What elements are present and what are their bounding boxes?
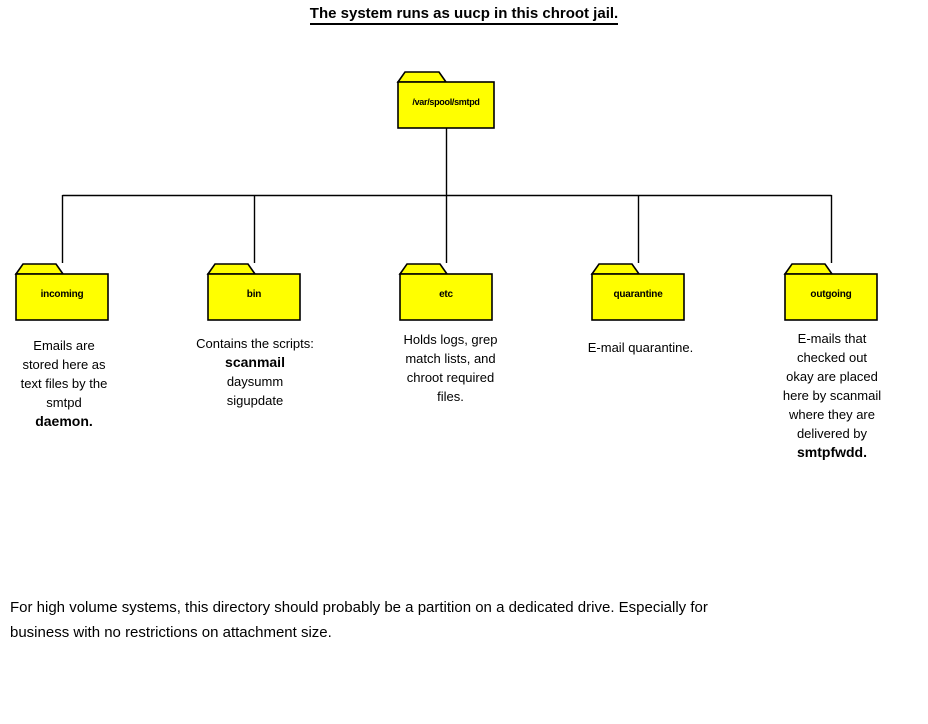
folder-label-outgoing: outgoing: [810, 289, 852, 300]
caption-line: chroot required: [406, 370, 495, 385]
caption-line: okay are placed: [786, 369, 878, 384]
caption-line: E-mails that: [797, 331, 867, 346]
caption-line: stored here as: [22, 357, 106, 372]
caption-bin: Contains the scripts: scanmail daysumm sigu…: [175, 334, 335, 410]
caption-line: daysumm: [226, 374, 284, 389]
caption-line: files.: [437, 389, 464, 404]
footer-line-2: business with no restrictions on attachm…: [10, 624, 332, 641]
caption-line: here by scanmail: [782, 388, 882, 403]
folder-label-incoming: incoming: [40, 289, 84, 300]
page-title: The system runs as uucp in this chroot j…: [0, 5, 928, 25]
folder-node-etc[interactable]: etc: [398, 262, 494, 324]
folder-icon: [590, 263, 685, 321]
caption-line: daemon.: [35, 413, 93, 429]
folder-icon: [206, 263, 301, 321]
folder-icon: [14, 263, 109, 321]
page-title-text: The system runs as uucp in this chroot j…: [309, 5, 619, 25]
caption-quarantine: E-mail quarantine.: [558, 338, 723, 357]
folder-icon: [783, 263, 878, 321]
folder-label-quarantine: quarantine: [613, 289, 663, 300]
folder-node-quarantine[interactable]: quarantine: [590, 262, 686, 324]
caption-line: E-mail quarantine.: [587, 340, 694, 355]
caption-line: smtpfwdd.: [797, 444, 867, 460]
folder-label-etc: etc: [439, 289, 453, 300]
footer-line-1: For high volume systems, this directory …: [10, 599, 708, 616]
caption-line: scanmail: [225, 354, 285, 370]
footer-note: For high volume systems, this directory …: [10, 595, 916, 645]
folder-label-root: /var/spool/smtpd: [412, 97, 480, 107]
caption-line: sigupdate: [226, 393, 284, 408]
caption-line: match lists, and: [405, 351, 496, 366]
folder-node-incoming[interactable]: incoming: [14, 262, 110, 324]
folder-node-root[interactable]: /var/spool/smtpd: [396, 70, 496, 132]
caption-outgoing: E-mails that checked out okay are placed he…: [762, 329, 902, 462]
caption-line: delivered by: [796, 426, 868, 441]
folder-label-bin: bin: [246, 289, 262, 300]
caption-etc: Holds logs, grep match lists, and chroot r…: [383, 330, 518, 406]
caption-line: Emails are: [33, 338, 95, 353]
folder-icon: [396, 71, 495, 129]
caption-incoming: Emails are stored here as text files by th…: [0, 336, 128, 431]
caption-line: Holds logs, grep: [403, 332, 498, 347]
folder-icon: [398, 263, 493, 321]
folder-node-bin[interactable]: bin: [206, 262, 302, 324]
caption-line: text files by the: [20, 376, 108, 391]
folder-node-outgoing[interactable]: outgoing: [783, 262, 879, 324]
caption-line: smtpd: [46, 395, 82, 410]
caption-line: where they are: [789, 407, 875, 422]
caption-line: checked out: [796, 350, 868, 365]
caption-line: Contains the scripts:: [196, 336, 314, 351]
